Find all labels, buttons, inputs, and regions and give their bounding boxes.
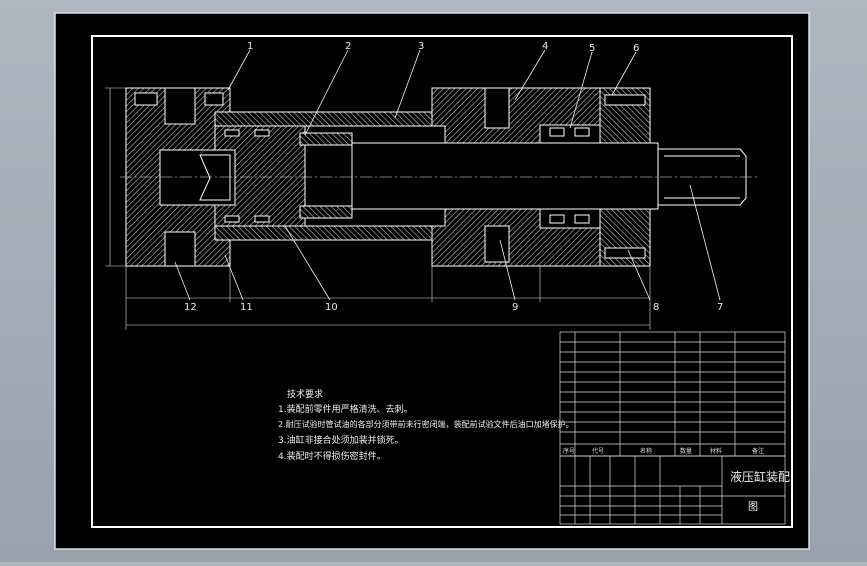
drawing-title: 液压缸装配 (730, 470, 791, 484)
cylinder-barrel-bottom (214, 225, 446, 241)
tech-req-item-3: 3.油缸非接合处须加装并锁死。 (278, 436, 404, 446)
part-number-1: 1 (247, 41, 254, 52)
cylinder-barrel-top (214, 111, 446, 127)
piston-rod (351, 142, 659, 210)
tech-req-item-1: 1.装配前零件用严格清洗、去刺。 (278, 405, 413, 415)
part-number-2: 2 (345, 41, 352, 52)
part-number-5: 5 (589, 43, 596, 54)
cylinder-assembly (125, 87, 747, 267)
rod-sleeve-bottom (299, 205, 353, 219)
drawing-type: 图 (748, 502, 758, 513)
leader-lines (174, 49, 721, 301)
parts-col-name: 名称 (640, 448, 653, 455)
part-number-7: 7 (717, 302, 724, 313)
tech-req-heading: 技术要求 (287, 390, 324, 400)
tech-req-item-2: 2.耐压试验时管试油的各部分须带前未行密闭端，装配前试验文件后油口加堵保护。 (278, 420, 574, 429)
part-number-8: 8 (653, 302, 660, 313)
part-number-4: 4 (542, 41, 549, 52)
parts-col-code: 代号 (592, 448, 605, 455)
dimensions (105, 87, 651, 330)
front-end-cap-bottom (431, 208, 601, 267)
part-number-6: 6 (633, 43, 640, 54)
part-number-12: 12 (184, 302, 197, 313)
part-number-3: 3 (418, 41, 425, 52)
parts-col-remark: 备注 (752, 448, 765, 455)
title-block-grid (559, 455, 786, 525)
drawing-frame (91, 35, 793, 528)
rod-sleeve-top (299, 132, 353, 146)
parts-col-material: 材料 (710, 448, 723, 455)
parts-col-qty: 数量 (680, 448, 693, 455)
parts-list (559, 331, 786, 457)
tech-req-item-4: 4.装配时不得损伤密封件。 (278, 452, 386, 462)
outer-border (54, 12, 810, 550)
rear-port-bottom (164, 231, 196, 267)
part-number-9: 9 (512, 302, 519, 313)
part-number-10: 10 (325, 302, 338, 313)
parts-col-index: 序号 (563, 448, 576, 455)
rear-port (164, 87, 196, 125)
part-number-11: 11 (240, 302, 253, 313)
